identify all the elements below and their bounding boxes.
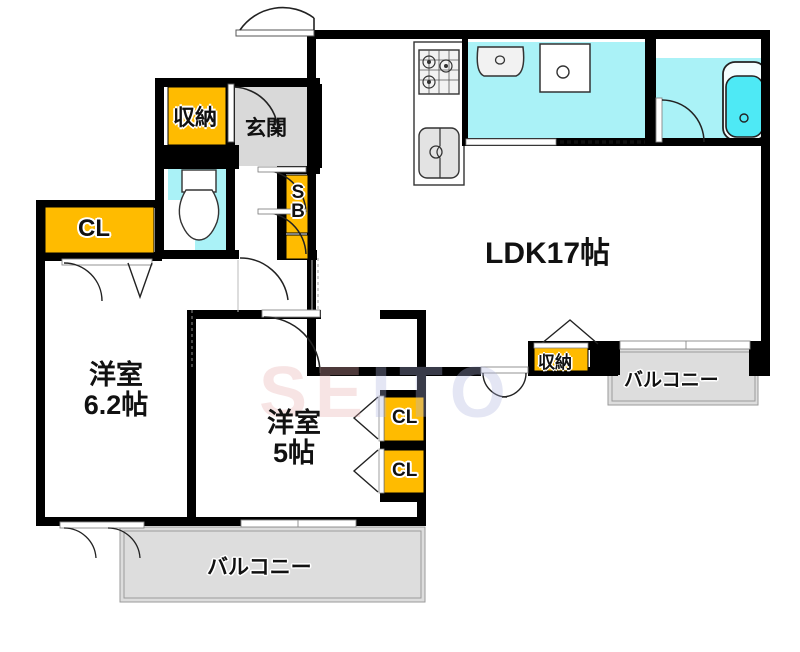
genkan-area bbox=[228, 84, 320, 166]
closet-cl-lower bbox=[383, 449, 425, 494]
balcony-south-area bbox=[119, 526, 426, 603]
closet-shuno-ldk bbox=[533, 344, 589, 372]
door-hallway-mid bbox=[257, 208, 307, 255]
doors bbox=[59, 6, 751, 559]
washing-machine-space-icon bbox=[539, 43, 591, 93]
kitchen-sink-icon bbox=[418, 127, 460, 179]
shoebox-sb-lower bbox=[285, 234, 309, 260]
window-bedroom5 bbox=[240, 519, 357, 528]
door-genkan-inner bbox=[227, 83, 279, 143]
bathtub-icon bbox=[722, 61, 767, 141]
closet-cl-main bbox=[44, 206, 155, 254]
door-bathroom bbox=[655, 97, 705, 143]
door-shuno-ldk bbox=[533, 319, 599, 349]
closet-shuno-entry bbox=[167, 86, 227, 146]
gas-stove-icon bbox=[418, 49, 460, 95]
window-balcony-east bbox=[619, 340, 751, 350]
kitchen-counter bbox=[413, 41, 465, 186]
washbasin-icon bbox=[476, 46, 525, 77]
shoebox-sb bbox=[285, 174, 309, 234]
door-ldk-south bbox=[480, 366, 529, 398]
door-cl-upper bbox=[352, 395, 385, 442]
door-entrance bbox=[235, 6, 315, 37]
balcony-east-area bbox=[607, 348, 759, 406]
bedroom-5-area bbox=[196, 318, 386, 525]
toilet-icon bbox=[178, 169, 220, 241]
window-bedroom62 bbox=[59, 521, 145, 559]
door-bedroom5 bbox=[261, 309, 321, 374]
door-hallway-lower bbox=[239, 257, 289, 301]
door-cl-main bbox=[61, 258, 153, 302]
closet-fills bbox=[44, 86, 589, 494]
closet-cl-upper bbox=[383, 396, 425, 442]
door-washroom-sliding bbox=[465, 138, 645, 146]
door-hallway-upper bbox=[257, 166, 307, 213]
door-cl-lower bbox=[352, 448, 385, 494]
